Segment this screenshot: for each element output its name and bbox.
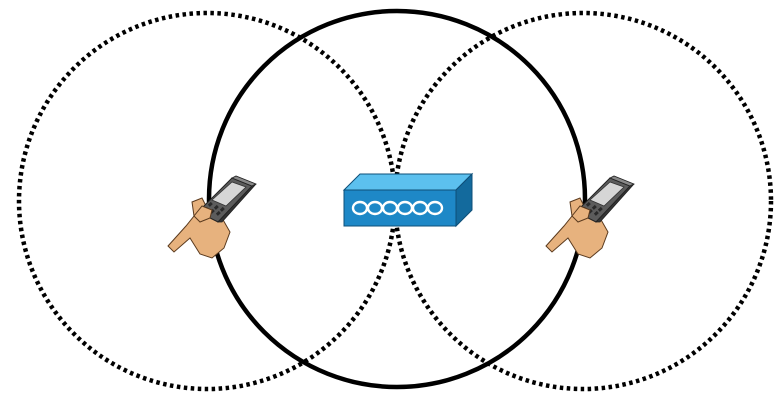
wireless-access-point-icon	[342, 172, 474, 228]
left-handheld-pda-icon	[167, 175, 257, 259]
access-point-coverage-circle	[206, 8, 588, 390]
right-handheld-pda-icon	[545, 175, 635, 259]
